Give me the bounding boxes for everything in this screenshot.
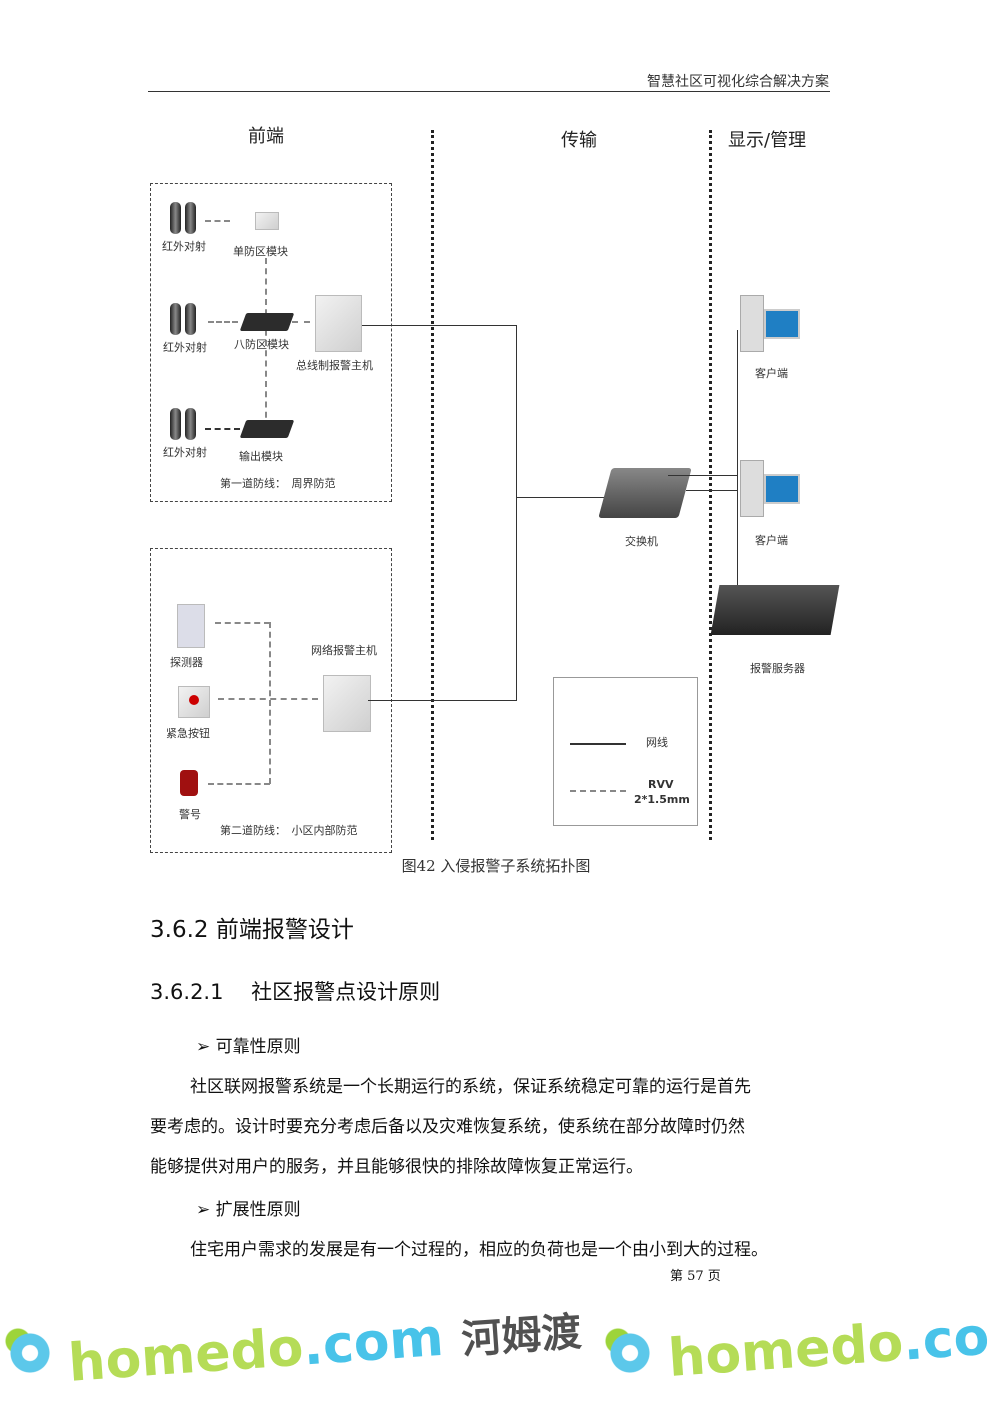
column-transport: 传输 — [561, 130, 597, 151]
legend: 网线 RVV 2*1.5mm — [553, 677, 698, 826]
alarm-server-icon — [710, 585, 840, 635]
legend-label: RVV — [648, 778, 674, 791]
label: 红外对射 — [162, 240, 206, 253]
label: 警号 — [179, 808, 201, 821]
paragraph: 住宅用户需求的发展是有一个过程的，相应的负荷也是一个由小到大的过程。 — [190, 1240, 768, 1260]
network-link — [516, 325, 517, 701]
label: 红外对射 — [163, 341, 207, 354]
rvv-link — [205, 428, 240, 430]
zone1-box — [150, 183, 392, 502]
rvv-link — [265, 258, 267, 428]
paragraph-line: 要考虑的。设计时要充分考虑后备以及灾难恢复系统，使系统在部分故障时仍然 — [150, 1117, 745, 1137]
column-frontend: 前端 — [248, 126, 284, 147]
network-link — [686, 490, 738, 491]
divider — [431, 130, 434, 840]
legend-label: 2*1.5mm — [634, 793, 690, 806]
legend-dashed-line — [570, 790, 626, 792]
label: 输出模块 — [239, 450, 283, 463]
label: 探测器 — [170, 656, 203, 669]
ir-beam-icon — [170, 408, 196, 440]
rvv-link — [208, 321, 238, 323]
subsection-heading: 3.6.2.1 社区报警点设计原则 — [150, 980, 441, 1004]
watermark-logo-icon — [600, 1323, 660, 1383]
rvv-link — [205, 220, 230, 222]
network-link — [737, 330, 738, 605]
legend-solid-line — [570, 743, 626, 745]
page-number: 第 57 页 — [670, 1269, 721, 1284]
bullet-reliability: ➢ 可靠性原则 — [196, 1037, 301, 1057]
network-alarm-host-icon — [323, 675, 371, 732]
bus-alarm-host-icon — [315, 295, 362, 352]
label: 红外对射 — [163, 446, 207, 459]
label: 客户端 — [755, 367, 788, 380]
section-heading: 3.6.2 前端报警设计 — [150, 917, 354, 943]
client-computer-icon — [740, 460, 800, 520]
rvv-link — [292, 321, 310, 323]
watermark-logo-icon — [0, 1323, 60, 1383]
header-rule — [148, 91, 830, 92]
single-zone-module-icon — [255, 212, 279, 230]
column-display: 显示/管理 — [728, 130, 807, 151]
output-module-icon — [239, 420, 295, 438]
panic-button-icon — [178, 686, 210, 718]
label: 报警服务器 — [750, 662, 805, 675]
rvv-link — [208, 783, 270, 785]
rvv-link — [269, 622, 271, 784]
network-link — [362, 325, 517, 326]
running-header: 智慧社区可视化综合解决方案 — [647, 74, 829, 90]
eight-zone-module-icon — [239, 313, 295, 331]
network-link — [668, 475, 738, 476]
zone1-caption: 第一道防线： 周界防范 — [220, 477, 336, 490]
paragraph-line: 能够提供对用户的服务，并且能够很快的排除故障恢复正常运行。 — [150, 1157, 643, 1177]
detector-icon — [177, 604, 205, 648]
bullet-text: 可靠性原则 — [215, 1037, 301, 1057]
bullet-text: 扩展性原则 — [215, 1200, 301, 1220]
paragraph: 社区联网报警系统是一个长期运行的系统，保证系统稳定可靠的运行是首先 要考虑的。设… — [150, 1067, 850, 1187]
rvv-link — [218, 698, 318, 700]
label: 网络报警主机 — [311, 644, 377, 657]
zone2-caption: 第二道防线： 小区内部防范 — [220, 824, 358, 837]
figure-caption: 图42 入侵报警子系统拓扑图 — [401, 857, 591, 875]
network-link — [368, 700, 517, 701]
label: 八防区模块 — [234, 338, 289, 351]
label: 客户端 — [755, 534, 788, 547]
siren-icon — [180, 770, 198, 796]
ir-beam-icon — [170, 303, 196, 335]
label: 紧急按钮 — [166, 727, 210, 740]
legend-label: 网线 — [646, 736, 668, 749]
paragraph-line: 社区联网报警系统是一个长期运行的系统，保证系统稳定可靠的运行是首先 — [190, 1077, 751, 1097]
divider — [709, 130, 712, 840]
rvv-link — [215, 622, 270, 624]
label: 单防区模块 — [233, 245, 288, 258]
client-computer-icon — [740, 295, 800, 355]
label: 交换机 — [625, 535, 658, 548]
network-link — [516, 497, 606, 498]
label: 总线制报警主机 — [296, 359, 373, 372]
ir-beam-icon — [170, 202, 196, 234]
bullet-scalability: ➢ 扩展性原则 — [196, 1200, 301, 1220]
